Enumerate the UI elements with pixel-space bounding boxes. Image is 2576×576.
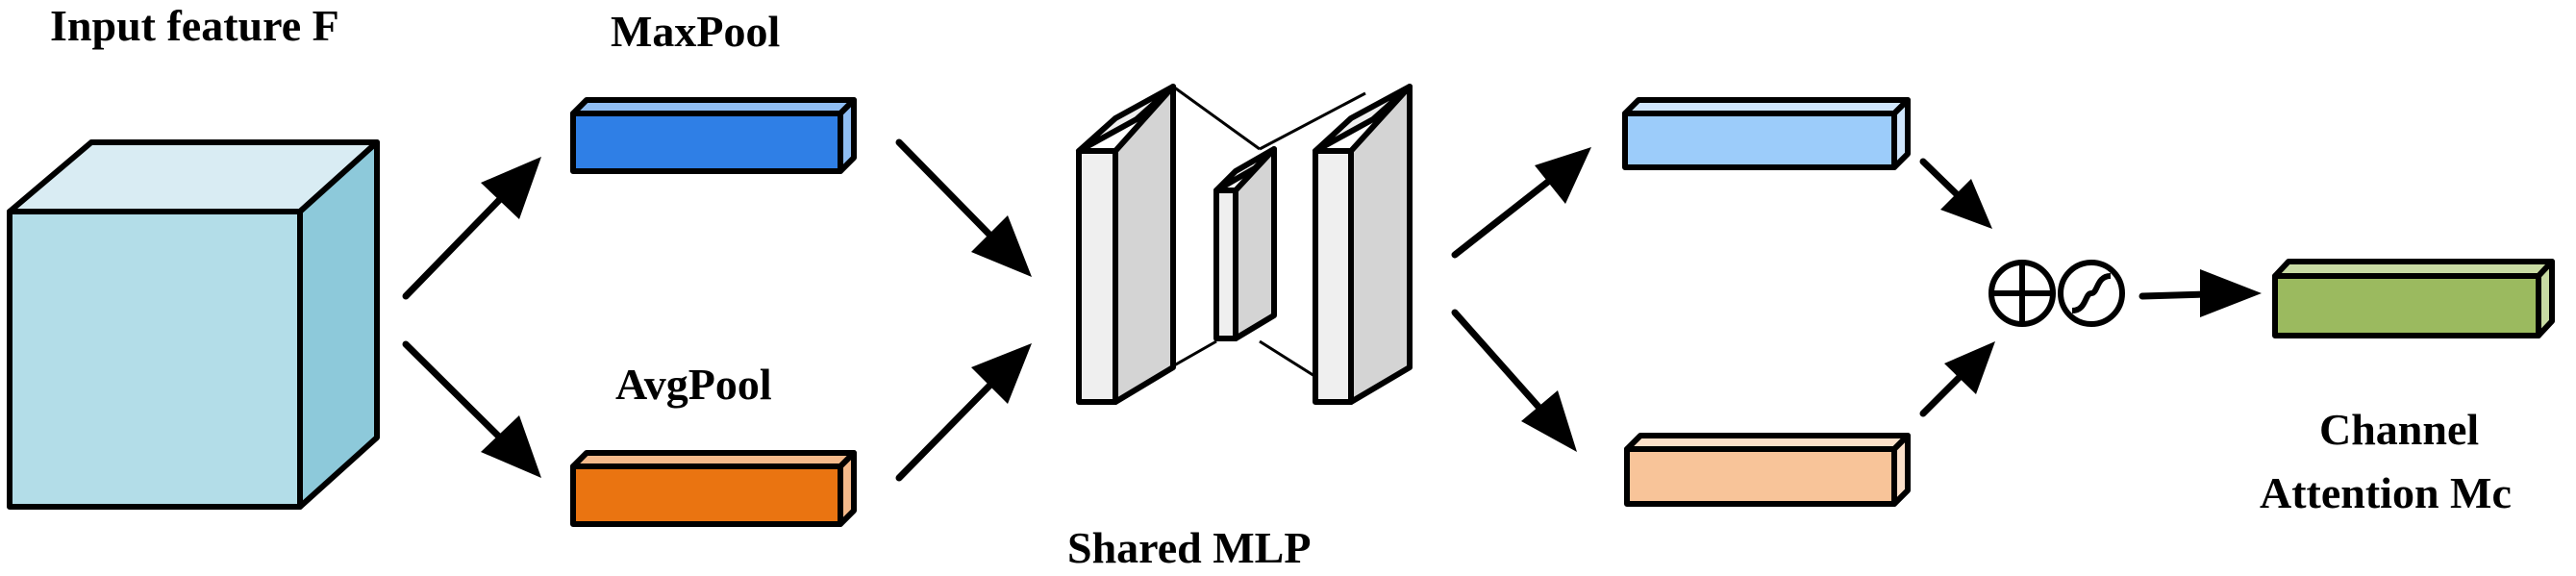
maxpool-bar [570,97,857,174]
channel-attention-label-line2: Attention Mc [2260,468,2512,517]
arrow-cube-to-maxpool [402,157,541,300]
arrow-mlp-to-top-output [1451,147,1591,259]
mlp-output-layer [1313,84,1413,405]
arrow-top-output-to-sum [1919,158,1992,229]
maxpool-mlp-output-bar [1622,97,1911,170]
arrow-sigmoid-to-attention [2138,269,2262,317]
mlp-hidden-layer [1213,146,1277,341]
shared-mlp [1076,84,1413,405]
circle-plus-icon [1988,260,2056,327]
channel-attention-label-line1: Channel [2319,405,2479,454]
maxpool-label: MaxPool [611,7,780,56]
arrow-bottom-output-to-sum [1919,341,1995,417]
input-feature-label: Input feature F [50,1,339,50]
arrow-mlp-to-bottom-output [1451,309,1577,452]
shared-mlp-label: Shared MLP [1067,523,1311,572]
arrow-maxpool-to-mlp [895,138,1032,277]
maxpool-front-face [570,111,843,174]
sigmoid-icon [2058,260,2125,327]
arrow-cube-to-avgpool [402,340,541,478]
avgpool-bar [570,450,857,527]
channel-attention-bar [2272,259,2555,338]
mlp-input-layer [1076,84,1176,405]
arrow-avgpool-to-mlp [895,343,1032,482]
input-feature-cube [7,139,380,510]
cube-front-face [7,209,303,510]
avgpool-mlp-output-bar [1624,433,1911,507]
avgpool-front-face [570,463,843,527]
avgpool-label: AvgPool [615,360,772,409]
